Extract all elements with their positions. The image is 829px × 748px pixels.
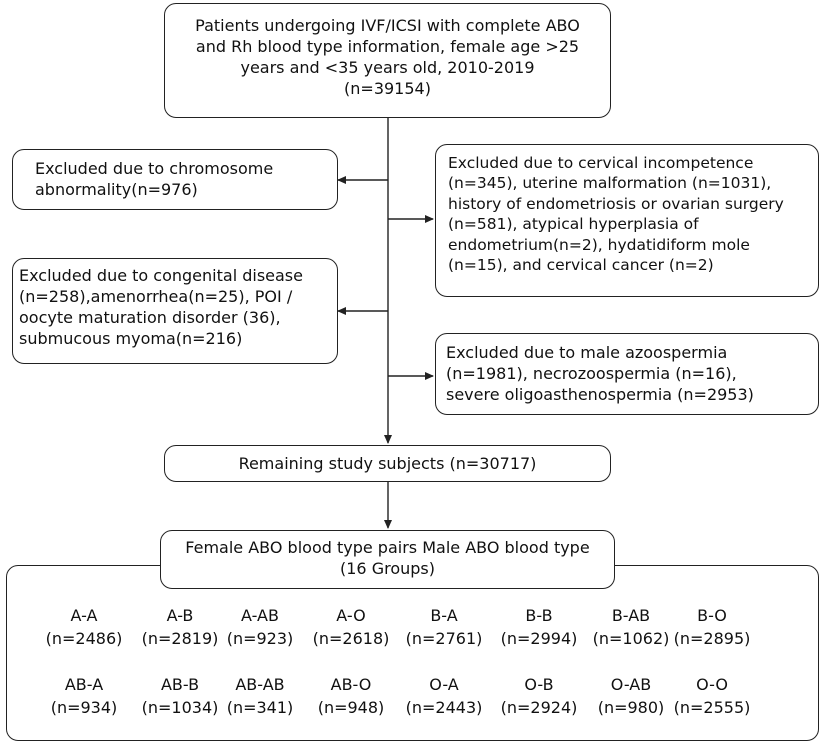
cervical-line-4: (n=581), atypical hyperplasia of <box>448 215 699 234</box>
group-count: (n=2443) <box>405 697 483 717</box>
group-pair: B-A <box>430 606 458 625</box>
remaining-label: Remaining study subjects (n=30717) <box>238 454 537 473</box>
group-count: (n=2924) <box>500 697 578 717</box>
group-pair: A-B <box>166 606 194 625</box>
groups-title-box: Female ABO blood type pairs Male ABO blo… <box>160 530 615 589</box>
excluded-congenital-box: Excluded due to congenital disease (n=25… <box>12 258 338 364</box>
group-cell: AB-AB (n=341) <box>210 674 310 719</box>
group-cell: B-A (n=2761) <box>394 605 494 650</box>
cervical-line-1: Excluded due to cervical incompetence <box>448 154 754 172</box>
congenital-line-1: Excluded due to congenital disease <box>19 266 303 285</box>
group-count: (n=934) <box>50 697 118 717</box>
group-count: (n=2994) <box>500 628 578 648</box>
group-cell: B-B (n=2994) <box>489 605 589 650</box>
chromosome-line-2: abnormality(n=976) <box>35 180 198 200</box>
group-cell: B-O (n=2895) <box>662 605 762 650</box>
top-line-1: Patients undergoing IVF/ICSI with comple… <box>195 16 580 35</box>
cervical-line-5: endometrium(n=2), hydatidiform mole <box>448 235 750 254</box>
group-count: (n=2819) <box>141 628 219 648</box>
group-pair: A-A <box>70 606 98 625</box>
group-cell: B-AB (n=1062) <box>581 605 681 650</box>
group-cell: AB-B (n=1034) <box>130 674 230 719</box>
group-count: (n=2618) <box>312 628 390 648</box>
male-line-1: Excluded due to male azoospermia <box>446 343 728 362</box>
group-pair: AB-B <box>160 675 200 694</box>
male-line-3: severe oligoasthenospermia (n=2953) <box>446 385 754 405</box>
group-cell: O-B (n=2924) <box>489 674 589 719</box>
top-line-3: years and <35 years old, 2010-2019 <box>240 58 535 78</box>
group-cell: A-AB (n=923) <box>210 605 310 650</box>
group-cell: AB-O (n=948) <box>301 674 401 719</box>
cervical-line-6: (n=15), and cervical cancer (n=2) <box>448 256 714 275</box>
group-pair: O-B <box>524 675 554 694</box>
group-pair: AB-AB <box>235 675 285 694</box>
groups-title-line-2: (16 Groups) <box>340 559 435 579</box>
excluded-cervical-box: Excluded due to cervical incompetence (n… <box>435 144 819 297</box>
group-count: (n=2761) <box>405 628 483 648</box>
group-cell: O-AB (n=980) <box>581 674 681 719</box>
group-cell: A-A (n=2486) <box>34 605 134 650</box>
group-pair: AB-A <box>64 675 104 694</box>
group-pair: B-O <box>697 606 727 625</box>
congenital-line-3: oocyte maturation disorder (36), <box>19 308 281 328</box>
top-line-2: and Rh blood type information, female ag… <box>195 37 580 57</box>
group-cell: O-A (n=2443) <box>394 674 494 719</box>
group-count: (n=1034) <box>141 697 219 717</box>
group-count: (n=2486) <box>45 628 123 648</box>
group-count: (n=980) <box>597 697 665 717</box>
congenital-line-2: (n=258),amenorrhea(n=25), POI / <box>19 287 293 307</box>
group-count: (n=923) <box>226 628 294 648</box>
group-pair: B-B <box>525 606 553 625</box>
group-pair: AB-O <box>330 675 372 694</box>
group-count: (n=2895) <box>673 628 751 648</box>
congenital-line-4: submucous myoma(n=216) <box>19 329 243 349</box>
group-pair: O-AB <box>610 675 652 694</box>
group-cell: A-B (n=2819) <box>130 605 230 650</box>
excluded-male-box: Excluded due to male azoospermia (n=1981… <box>435 333 819 415</box>
group-count: (n=948) <box>317 697 385 717</box>
group-cell: A-O (n=2618) <box>301 605 401 650</box>
group-pair: A-AB <box>241 606 279 625</box>
group-pair: O-A <box>429 675 459 694</box>
group-pair: O-O <box>696 675 728 694</box>
remaining-subjects-box: Remaining study subjects (n=30717) <box>164 445 611 482</box>
groups-outer-box <box>6 565 819 741</box>
group-cell: AB-A (n=934) <box>34 674 134 719</box>
group-count: (n=341) <box>226 697 294 717</box>
chromosome-line-1: Excluded due to chromosome <box>35 159 274 178</box>
group-count: (n=2555) <box>673 697 751 717</box>
group-pair: B-AB <box>611 606 651 625</box>
groups-title-line-1: Female ABO blood type pairs Male ABO blo… <box>185 538 590 557</box>
male-line-2: (n=1981), necrozoospermia (n=16), <box>446 364 737 384</box>
group-pair: A-O <box>336 606 366 625</box>
cervical-line-3: history of endometriosis or ovarian surg… <box>448 194 784 213</box>
top-line-4: (n=39154) <box>344 79 431 99</box>
top-population-box: Patients undergoing IVF/ICSI with comple… <box>164 3 611 118</box>
excluded-chromosome-box: Excluded due to chromosome abnormality(n… <box>12 149 338 210</box>
group-count: (n=1062) <box>592 628 670 648</box>
group-cell: O-O (n=2555) <box>662 674 762 719</box>
cervical-line-2: (n=345), uterine malformation (n=1031), <box>448 174 772 193</box>
